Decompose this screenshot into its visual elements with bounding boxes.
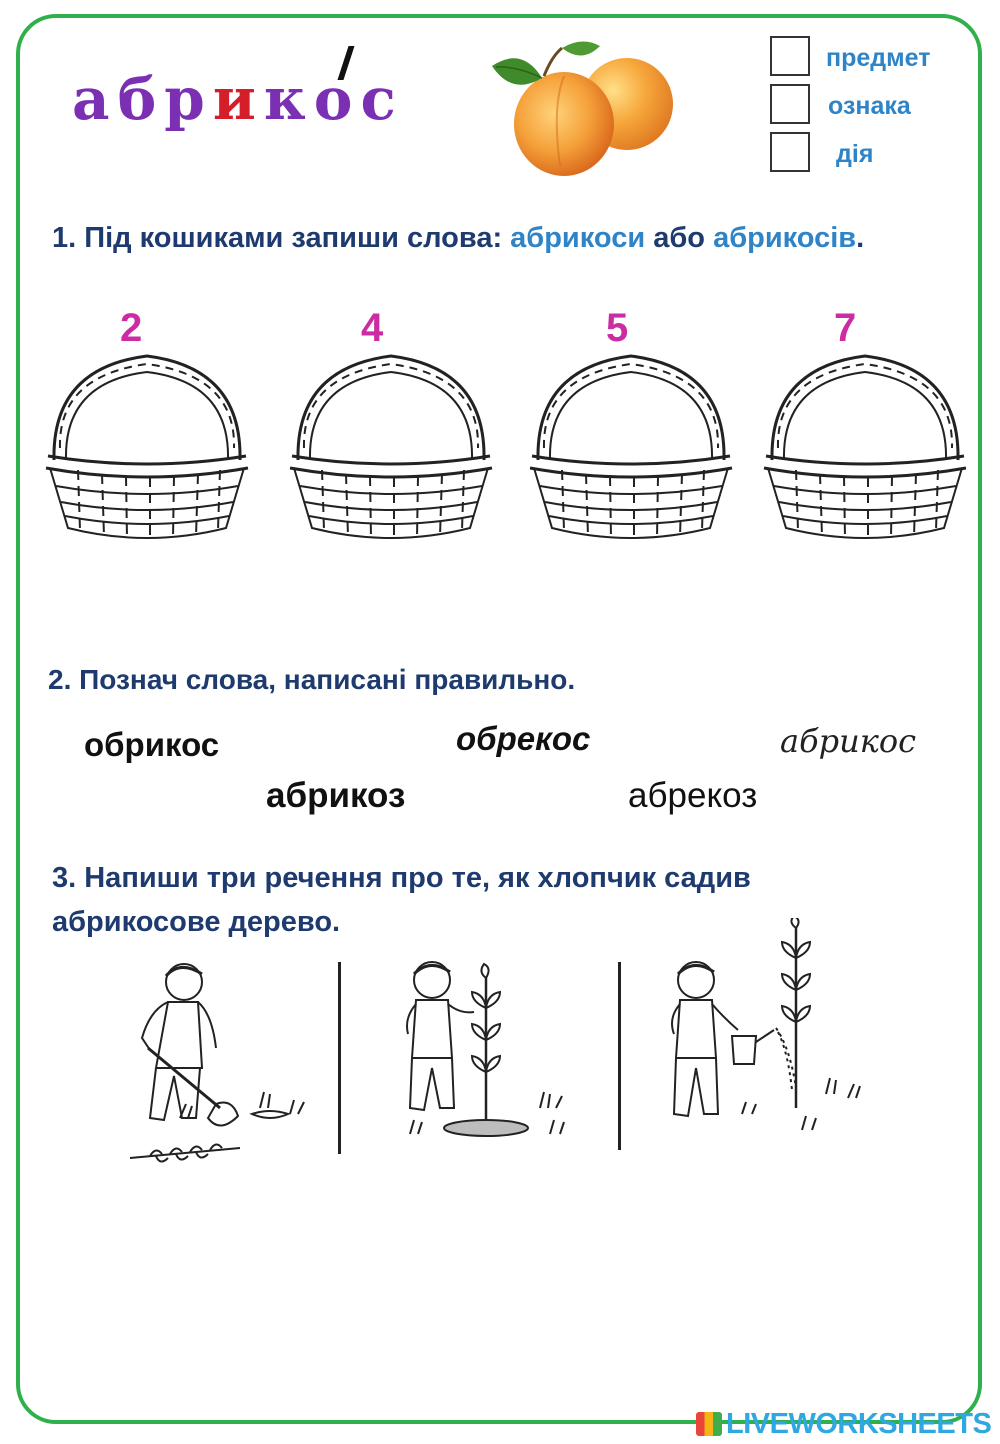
predmet-label: предмет <box>826 44 931 72</box>
task2-instruction: 2. Познач слова, написані правильно. <box>48 664 576 695</box>
task1-word-abrykosy: абрикоси <box>510 222 646 254</box>
checkbox-row-oznaka: ознака <box>770 84 990 128</box>
task3-instruction-line2: абрикосове дерево. <box>52 906 341 938</box>
title-letter-stressed-vowel: и <box>212 65 264 133</box>
task1-prefix: 1. Під кошиками запиши слова: <box>52 222 511 254</box>
boy-watering-illustration <box>671 918 861 1131</box>
title-letter: к <box>263 65 314 133</box>
page-frame <box>16 14 982 1424</box>
basket-illustration <box>528 354 734 542</box>
scene-divider <box>618 962 621 1150</box>
boy-digging-illustration <box>129 963 305 1163</box>
basket-illustration <box>288 354 494 542</box>
liveworksheets-logo-text: LIVEWORKSHEETS <box>726 1408 992 1440</box>
liveworksheets-logo-icon <box>696 1412 722 1436</box>
boy-planting-illustration <box>406 961 565 1137</box>
basket-number: 4 <box>361 306 384 350</box>
word-option-abrykos-cursive[interactable]: абрикос <box>780 722 916 760</box>
title-letter: б <box>117 65 165 133</box>
basket-illustration <box>44 354 250 542</box>
checkbox-row-predmet: предмет <box>770 36 990 80</box>
word-option-obrekos[interactable]: обрекос <box>456 720 591 757</box>
basket-number: 7 <box>834 306 857 350</box>
apricot-illustration <box>492 41 673 176</box>
word-option-abrykoz[interactable]: абрикоз <box>266 776 406 815</box>
basket-number: 5 <box>606 306 629 350</box>
word-option-obrykos[interactable]: обрикос <box>84 726 220 763</box>
title-letter: с <box>360 65 404 133</box>
liveworksheets-logo: LIVEWORKSHEETS <box>696 1408 992 1441</box>
basket-number: 2 <box>120 306 143 350</box>
checkbox-row-diia: дія <box>770 132 990 176</box>
word-option-abrekoz[interactable]: абрекоз <box>628 776 758 815</box>
diia-checkbox[interactable] <box>770 132 810 172</box>
title-letter: р <box>164 65 213 133</box>
diia-label: дія <box>836 140 874 168</box>
oznaka-label: ознака <box>828 92 911 120</box>
basket-illustration <box>762 354 968 542</box>
predmet-checkbox[interactable] <box>770 36 810 76</box>
oznaka-checkbox[interactable] <box>770 84 810 124</box>
title-word: абрикос <box>72 70 404 128</box>
task1-suffix: . <box>856 222 865 254</box>
task1-instruction: 1. Під кошиками запиши слова: абрикоси а… <box>52 222 864 255</box>
task1-middle: або <box>645 222 714 254</box>
task3-instruction-line1: 3. Напиши три речення про те, як хлопчик… <box>52 862 751 894</box>
title-letter: а <box>72 65 118 133</box>
scene-divider <box>338 962 341 1154</box>
title-letter: о <box>313 65 361 133</box>
task1-word-abrykosiv: абрикосів <box>713 222 857 254</box>
